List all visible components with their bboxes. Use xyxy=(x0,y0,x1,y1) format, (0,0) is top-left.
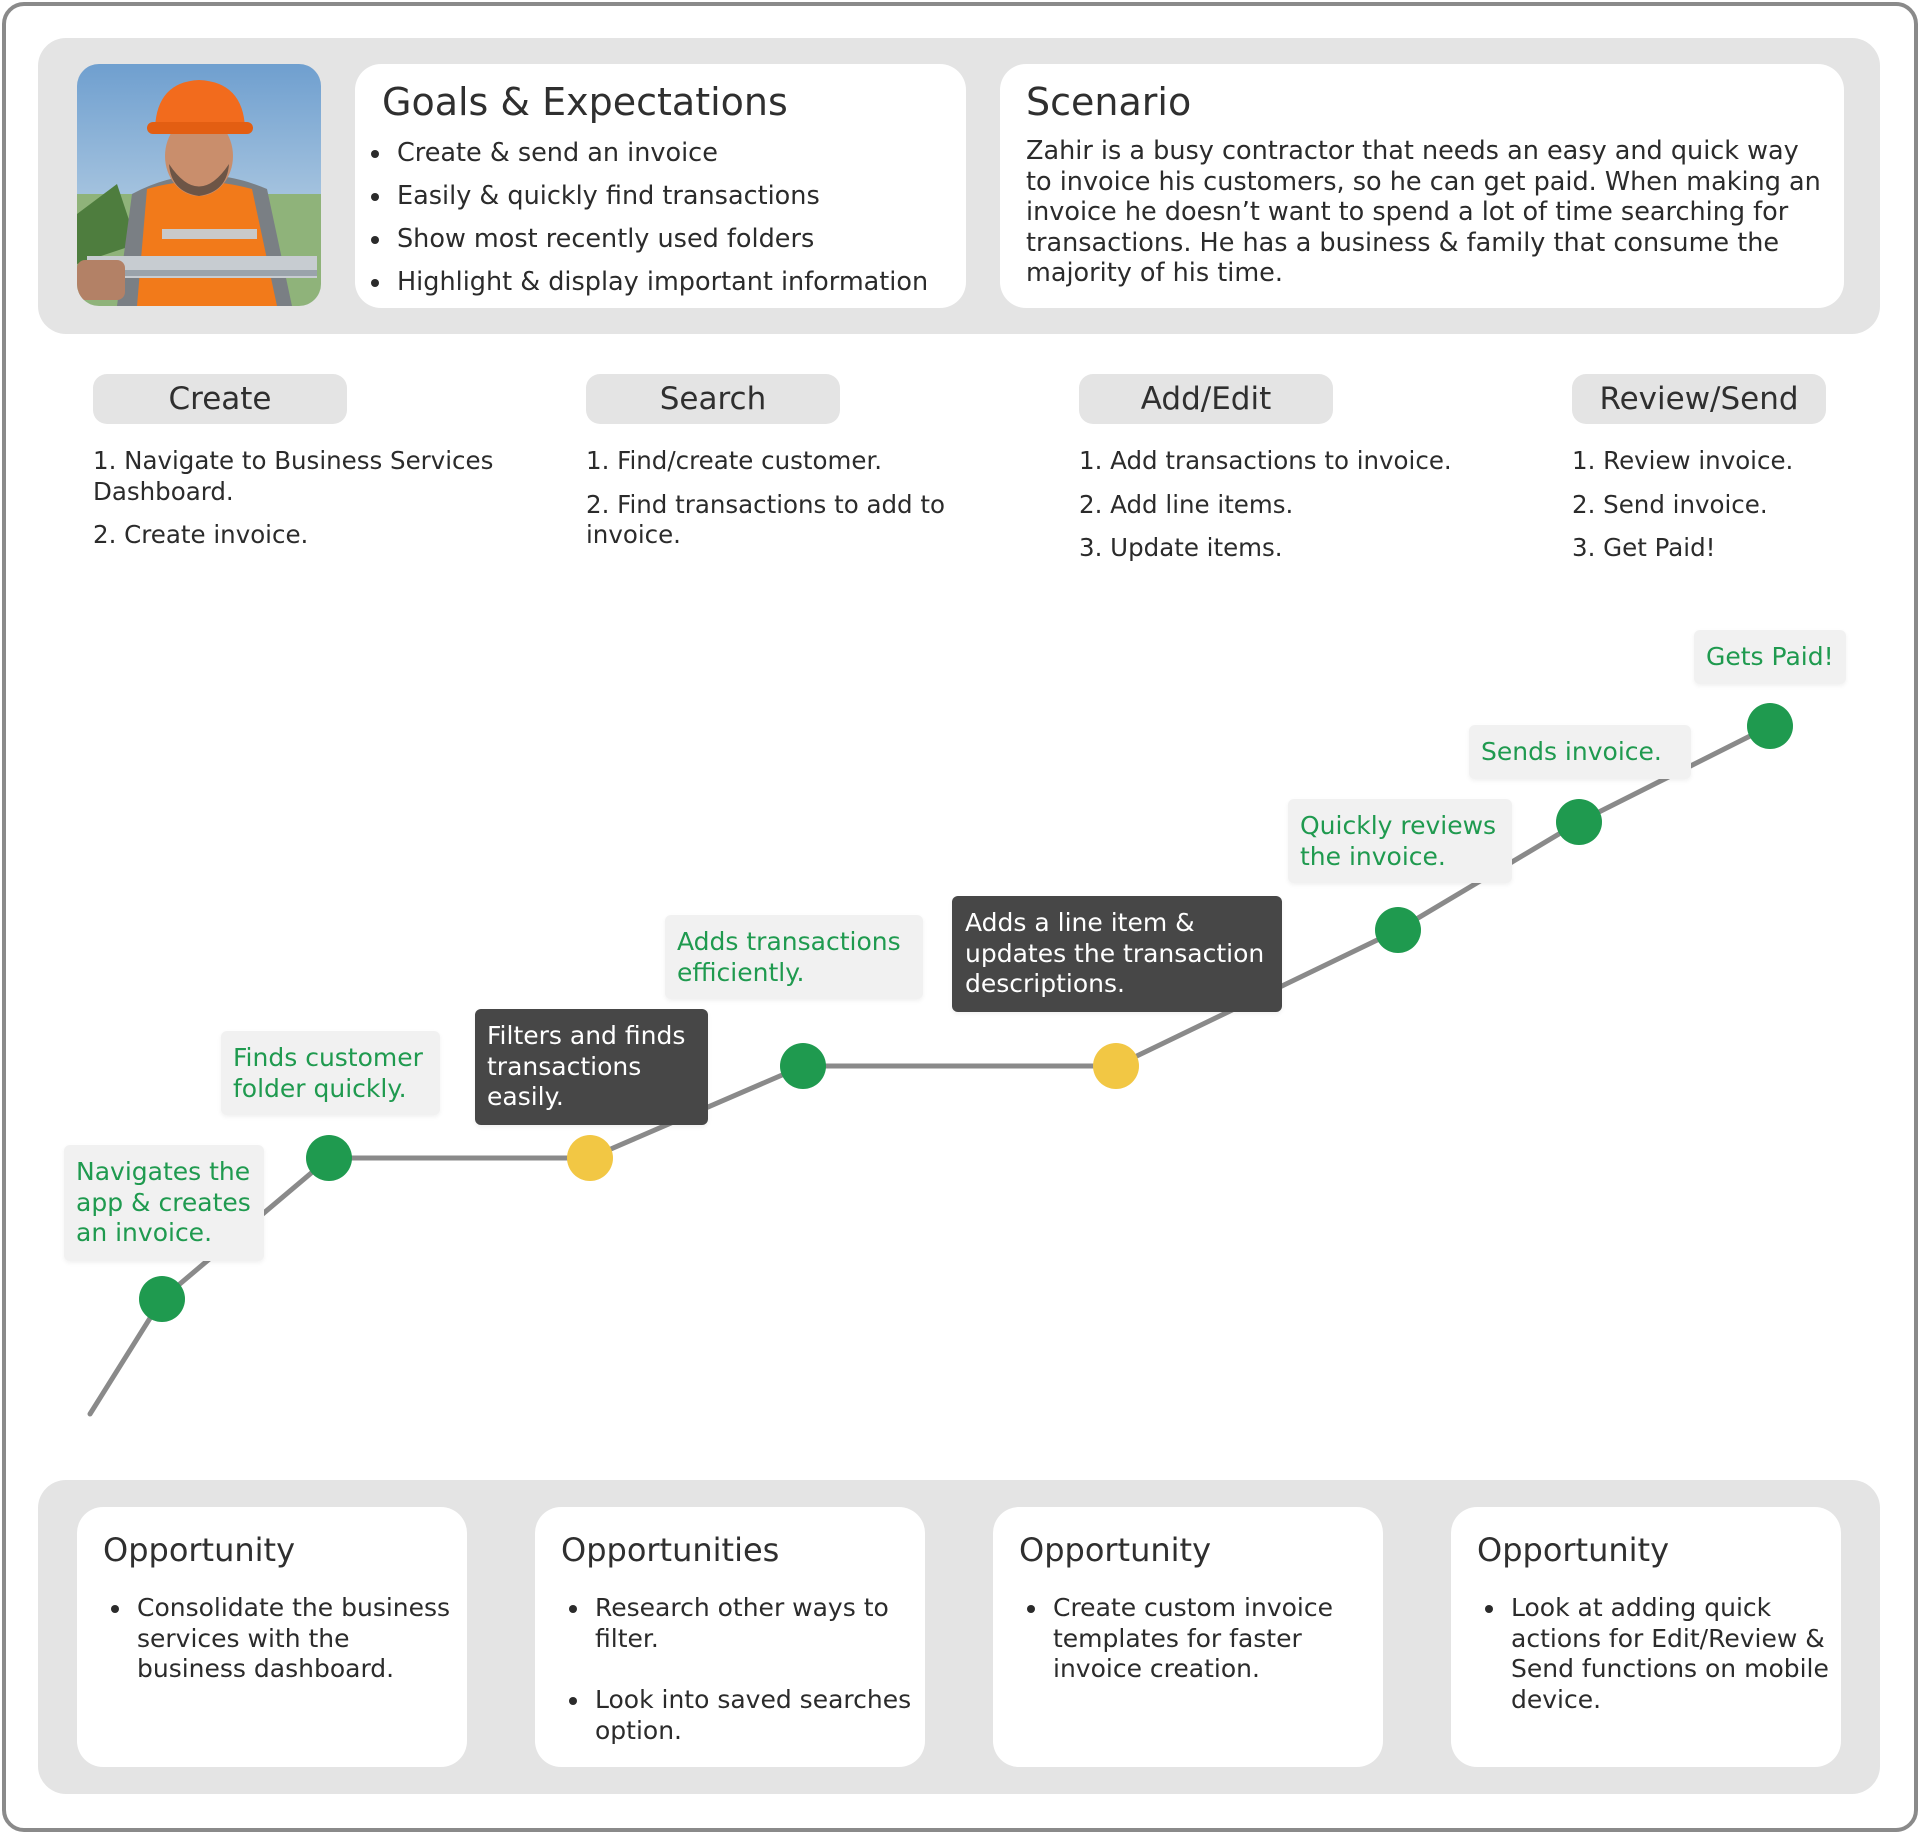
stage-step: 2. Create invoice. xyxy=(93,520,309,549)
goal-item: Show most recently used folders xyxy=(393,218,973,261)
goals-list: Create & send an invoice Easily & quickl… xyxy=(375,132,973,304)
journey-moment-dot-3 xyxy=(567,1135,613,1181)
stage-step: 2. Add line items. xyxy=(1079,489,1294,519)
journey-moment-dot-1 xyxy=(139,1276,185,1322)
opportunity-item: Look at adding quick actions for Edit/Re… xyxy=(1507,1593,1837,1715)
opportunity-card-2: Opportunities Research other ways to fil… xyxy=(535,1507,925,1767)
journey-moment-dot-5 xyxy=(1093,1043,1139,1089)
opportunity-list: Research other ways to filter. Look into… xyxy=(573,1593,921,1777)
opportunity-card-4: Opportunity Look at adding quick actions… xyxy=(1451,1507,1841,1767)
opportunity-title: Opportunity xyxy=(1477,1531,1670,1569)
moment-text: Navigates the app & creates an invoice. xyxy=(76,1157,251,1247)
opportunity-item: Research other ways to filter. xyxy=(591,1593,921,1654)
scenario-text: Zahir is a busy contractor that needs an… xyxy=(1026,136,1821,288)
opportunity-item: Create custom invoice templates for fast… xyxy=(1049,1593,1379,1685)
stage-steps: 1. Add transactions to invoice. 2. Add l… xyxy=(1079,446,1519,564)
opportunity-card-1: Opportunity Consolidate the business ser… xyxy=(77,1507,467,1767)
journey-moment-dot-7 xyxy=(1556,799,1602,845)
stage-pill-create: Create xyxy=(93,374,347,424)
stage-search: Search 1. Find/create customer. 2. Find … xyxy=(586,374,1026,564)
stage-steps: 1. Find/create customer. 2. Find transac… xyxy=(586,446,1026,551)
stage-step: 3. Get Paid! xyxy=(1572,533,1716,562)
moment-label-8: Gets Paid! xyxy=(1694,630,1846,684)
opportunity-card-3: Opportunity Create custom invoice templa… xyxy=(993,1507,1383,1767)
scenario-card: Scenario Zahir is a busy contractor that… xyxy=(1000,64,1844,308)
moment-text: Sends invoice. xyxy=(1481,737,1662,766)
opportunity-list: Look at adding quick actions for Edit/Re… xyxy=(1489,1593,1837,1746)
journey-moment-dot-8 xyxy=(1747,703,1793,749)
moment-label-4: Adds transactions efficiently. xyxy=(665,915,923,999)
persona-photo xyxy=(77,64,321,306)
goal-item: Easily & quickly find transactions xyxy=(393,175,973,218)
stage-steps: 1. Navigate to Business Services Dashboa… xyxy=(93,446,533,551)
moment-label-1: Navigates the app & creates an invoice. xyxy=(64,1145,264,1261)
opportunity-title: Opportunities xyxy=(561,1531,780,1569)
stage-pill-add-edit: Add/Edit xyxy=(1079,374,1333,424)
goal-item: Create & send an invoice xyxy=(393,132,973,175)
opportunity-list: Create custom invoice templates for fast… xyxy=(1031,1593,1379,1716)
moment-text: Gets Paid! xyxy=(1706,642,1834,671)
goals-card: Goals & Expectations Create & send an in… xyxy=(355,64,966,308)
opportunity-title: Opportunity xyxy=(1019,1531,1212,1569)
journey-moment-dot-6 xyxy=(1375,907,1421,953)
moment-text: Adds transactions efficiently. xyxy=(677,927,901,987)
journey-moment-dot-4 xyxy=(780,1043,826,1089)
stage-step: 1. Review invoice. xyxy=(1572,446,1794,475)
moment-label-2: Finds customer folder quickly. xyxy=(221,1031,440,1115)
stage-pill-search: Search xyxy=(586,374,840,424)
stage-review-send: Review/Send 1. Review invoice. 2. Send i… xyxy=(1572,374,1920,577)
stage-step: 1. Add transactions to invoice. xyxy=(1079,446,1452,475)
opportunity-item: Look into saved searches option. xyxy=(591,1685,921,1746)
moment-label-6: Quickly reviews the invoice. xyxy=(1288,799,1512,883)
moment-text: Adds a line item & updates the transacti… xyxy=(965,908,1265,998)
moment-label-5: Adds a line item & updates the transacti… xyxy=(952,896,1282,1012)
stage-steps: 1. Review invoice. 2. Send invoice. 3. G… xyxy=(1572,446,1920,564)
stage-step: 2. Send invoice. xyxy=(1572,489,1768,519)
moment-label-3: Filters and finds transactions easily. xyxy=(475,1009,708,1125)
goal-item: Highlight & display important informatio… xyxy=(393,261,973,304)
scenario-title: Scenario xyxy=(1026,80,1192,124)
goals-title: Goals & Expectations xyxy=(382,80,788,124)
opportunity-title: Opportunity xyxy=(103,1531,296,1569)
contractor-photo-illustration xyxy=(77,64,321,306)
moment-text: Finds customer folder quickly. xyxy=(233,1043,423,1103)
moment-label-7: Sends invoice. xyxy=(1469,725,1691,779)
stage-step: 1. Find/create customer. xyxy=(586,446,883,475)
opportunity-list: Consolidate the business services with t… xyxy=(115,1593,463,1716)
stage-step: 3. Update items. xyxy=(1079,533,1283,562)
opportunity-item: Consolidate the business services with t… xyxy=(133,1593,463,1685)
stage-add-edit: Add/Edit 1. Add transactions to invoice.… xyxy=(1079,374,1519,577)
stage-step: 2. Find transactions to add to invoice. xyxy=(586,489,945,550)
stage-pill-review-send: Review/Send xyxy=(1572,374,1826,424)
moment-text: Quickly reviews the invoice. xyxy=(1300,811,1497,871)
moment-text: Filters and finds transactions easily. xyxy=(487,1021,686,1111)
stage-create: Create 1. Navigate to Business Services … xyxy=(93,374,533,564)
journey-moment-dot-2 xyxy=(306,1135,352,1181)
stage-step: 1. Navigate to Business Services Dashboa… xyxy=(93,446,494,506)
